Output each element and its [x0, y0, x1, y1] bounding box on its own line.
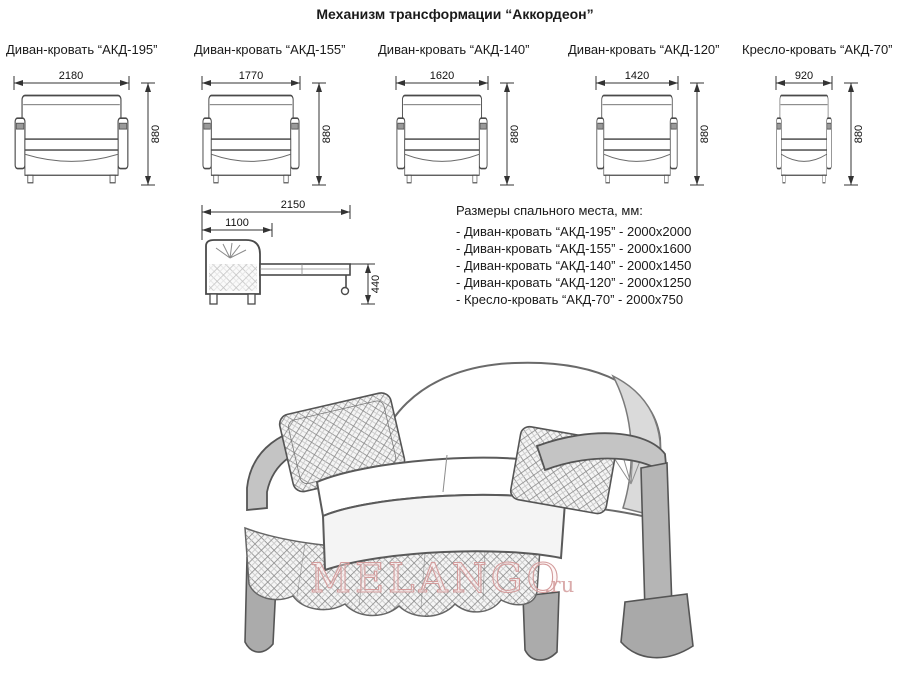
sofa-front-drawing: 1420 880 — [595, 70, 711, 186]
fan-decoration — [215, 242, 247, 259]
bed-height-dimension: 440 — [370, 275, 382, 293]
variant-label: Диван-кровать “АКД-195” — [6, 42, 158, 57]
side-leg — [247, 293, 256, 305]
variant-akd-155: Диван-кровать “АКД-155” 1770 880 — [194, 42, 364, 191]
total-length-dimension: 2150 — [281, 199, 305, 211]
right-leg — [620, 593, 694, 659]
sofa-front-drawing: 1620 880 — [395, 70, 521, 186]
variant-akd-195: Диван-кровать “АКД-195” 2180 880 — [6, 42, 188, 191]
sofa-illustration — [244, 361, 694, 661]
page-title: Механизм трансформации “Аккордеон” — [316, 6, 594, 22]
variant-akd-140: Диван-кровать “АКД-140” 1620 880 — [378, 42, 543, 191]
front-leg-middle — [522, 591, 560, 661]
width-dimension: 2180 — [59, 70, 83, 82]
variant-label: Диван-кровать “АКД-120” — [568, 42, 720, 57]
variant-akd-120: Диван-кровать “АКД-120” 1420 880 — [568, 42, 720, 191]
width-dimension: 1770 — [239, 70, 263, 82]
variant-label: Диван-кровать “АКД-140” — [378, 42, 530, 57]
height-dimension: 880 — [150, 125, 162, 143]
side-view-drawing: 2150 1100 440 — [201, 199, 382, 305]
variant-label: Кресло-кровать “АКД-70” — [742, 42, 893, 57]
height-dimension: 880 — [699, 125, 711, 143]
side-skirt-plaid — [209, 264, 257, 291]
side-leg — [209, 293, 218, 305]
bed-size-item: - Диван-кровать “АКД-140” - 2000х1450 — [456, 258, 692, 273]
bed-size-item: - Диван-кровать “АКД-195” - 2000х2000 — [456, 224, 692, 239]
variant-akd-70: Кресло-кровать “АКД-70” 920 880 — [742, 42, 904, 191]
sofa-front-drawing: 1770 880 — [201, 70, 333, 186]
side-view: 2150 1100 440 — [198, 198, 393, 331]
sofa-front-drawing: 2180 880 — [13, 70, 162, 186]
width-dimension: 1420 — [625, 70, 649, 82]
bed-sizes-heading: Размеры спального места, мм: — [456, 203, 643, 218]
bed-size-item: - Диван-кровать “АКД-155” - 2000х1600 — [456, 241, 692, 256]
width-dimension: 1620 — [430, 70, 454, 82]
variant-label: Диван-кровать “АКД-155” — [194, 42, 346, 57]
height-dimension: 880 — [321, 125, 333, 143]
bed-wheel — [340, 286, 350, 296]
width-dimension: 920 — [795, 70, 813, 82]
bed-size-item: - Кресло-кровать “АКД-70” - 2000х750 — [456, 292, 684, 307]
bed-sizes: Размеры спального места, мм: - Диван-кро… — [456, 202, 691, 308]
seat-cushion-front — [321, 493, 567, 572]
bed-mattress — [259, 263, 351, 276]
fan-decoration — [604, 436, 648, 485]
sofa-front-drawing: 920 880 — [775, 70, 865, 186]
right-arm-panel — [640, 462, 673, 613]
height-dimension: 880 — [509, 125, 521, 143]
seat-depth-dimension: 1100 — [225, 217, 249, 229]
height-dimension: 880 — [853, 125, 865, 143]
bed-size-item: - Диван-кровать “АКД-120” - 2000х1250 — [456, 275, 692, 290]
